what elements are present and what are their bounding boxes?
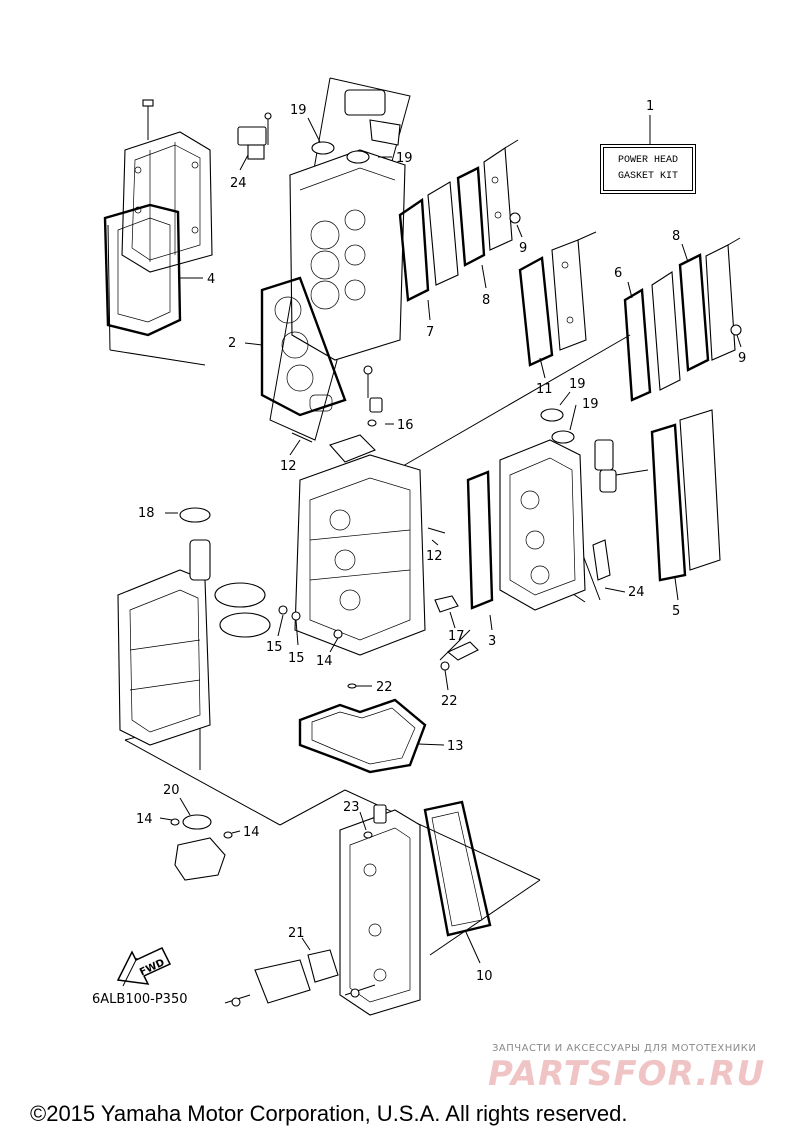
callout: 15 — [266, 640, 283, 655]
exhaust-cover — [339, 804, 421, 1016]
oil-seal-19c — [540, 408, 564, 422]
callout: 12 — [280, 459, 297, 474]
thermostat-housing — [170, 814, 233, 881]
cylinder-head-right — [499, 439, 649, 611]
callout: 20 — [163, 783, 180, 798]
crankcase-crankshaft — [117, 539, 271, 746]
cylinder-head — [289, 89, 406, 361]
callout: 15 — [288, 651, 305, 666]
callout-labels: 1 19 19 24 4 2 7 8 9 11 6 8 9 19 19 16 1… — [136, 99, 746, 984]
callout: 23 — [343, 800, 360, 815]
callout: 17 — [448, 629, 465, 644]
head-cover-gasket-4-inner — [117, 217, 171, 323]
callout: 24 — [628, 585, 645, 600]
callout-leaders — [159, 115, 742, 964]
callout: 4 — [207, 272, 215, 287]
copyright-notice: ©2015 Yamaha Motor Corporation, U.S.A. A… — [30, 1101, 628, 1126]
callout: 19 — [569, 377, 586, 392]
kit-line-1: POWER HEAD — [617, 155, 678, 166]
oil-seal-19b — [346, 150, 370, 164]
callout: 6 — [614, 266, 622, 281]
head-gasket-3 — [466, 470, 494, 610]
small-parts — [278, 365, 611, 689]
watermark-tagline: ЗАПЧАСТИ И АКСЕССУАРЫ ДЛЯ МОТОТЕХНИКИ — [492, 1043, 757, 1054]
callout: 1 — [646, 99, 654, 114]
cover-gasket-5 — [650, 423, 687, 582]
head-gasket-2 — [260, 276, 347, 417]
callout: 22 — [376, 680, 393, 695]
oil-control-valve — [237, 112, 272, 160]
callout: 8 — [672, 229, 680, 244]
callout: 14 — [243, 825, 260, 840]
callout: 14 — [136, 812, 153, 827]
callout: 21 — [288, 926, 305, 941]
callout: 7 — [426, 325, 434, 340]
callout: 12 — [426, 549, 443, 564]
callout: 9 — [519, 241, 527, 256]
callout: 22 — [441, 694, 458, 709]
callout: 2 — [228, 336, 236, 351]
callout: 8 — [482, 293, 490, 308]
callout: 14 — [316, 654, 333, 669]
exhaust-cover-gasket-10 — [423, 800, 492, 937]
gasket-13-inner — [311, 707, 416, 765]
cover-gaskets-upper — [398, 139, 521, 302]
diagram-code: 6ALB100-P350 — [92, 992, 188, 1007]
head-cover-gasket-4 — [103, 203, 182, 337]
cover-5 — [679, 409, 721, 571]
callout: 11 — [536, 382, 553, 397]
oil-seal-18 — [179, 507, 211, 523]
callout: 9 — [738, 351, 746, 366]
oil-seal-19a — [311, 141, 335, 155]
gasket-kit-box: POWER HEAD GASKET KIT — [603, 147, 693, 191]
callout: 19 — [582, 397, 599, 412]
cover-gaskets-right — [623, 237, 742, 402]
callout: 19 — [396, 151, 413, 166]
fwd-arrow-icon: FWD — [116, 947, 172, 987]
cylinder-block — [294, 434, 426, 656]
callout: 3 — [488, 634, 496, 649]
gasket-13 — [298, 698, 427, 774]
callout: 19 — [290, 103, 307, 118]
callout: 16 — [397, 418, 414, 433]
callout: 18 — [138, 506, 155, 521]
starter-part — [224, 949, 376, 1007]
oil-seal-19d — [551, 430, 575, 444]
cover-set-11 — [518, 231, 597, 367]
kit-line-2: GASKET KIT — [617, 171, 678, 182]
callout: 13 — [447, 739, 464, 754]
cylinder-head-cover — [121, 99, 213, 273]
watermark-logo: PARTSFOR.RU — [488, 1054, 766, 1094]
callout: 10 — [476, 969, 493, 984]
exhaust-cover-gasket-10-inner — [431, 811, 483, 927]
callout: 5 — [672, 604, 680, 619]
callout: 24 — [230, 176, 247, 191]
